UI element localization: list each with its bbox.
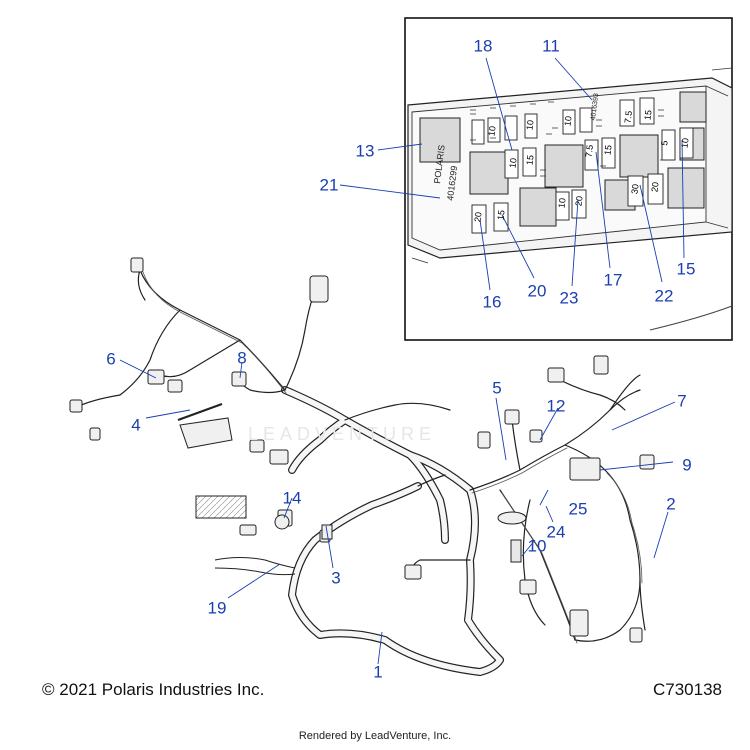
leader-lines [119, 359, 676, 665]
fuse-rating: 15 [642, 109, 654, 121]
callout-3[interactable]: 3 [331, 568, 341, 588]
wire-harness [74, 269, 646, 676]
callout-11[interactable]: 11 [542, 36, 560, 56]
fuse-rating: 20 [649, 181, 661, 193]
fuse-rating: 10 [562, 115, 574, 127]
callout-21[interactable]: 21 [319, 175, 339, 195]
callout-25[interactable]: 25 [568, 499, 588, 519]
fuse-rating: 20 [573, 195, 585, 207]
callout-18[interactable]: 18 [473, 36, 493, 56]
callout-24[interactable]: 24 [546, 522, 566, 542]
fuse-rating: 10 [524, 119, 536, 131]
callout-15[interactable]: 15 [676, 259, 696, 279]
callout-8[interactable]: 8 [237, 348, 247, 368]
inset-leader-lines [339, 57, 685, 291]
callout-13[interactable]: 13 [355, 141, 375, 161]
callout-23[interactable]: 23 [559, 288, 579, 308]
fuse-rating: 5 [659, 139, 670, 147]
callout-7[interactable]: 7 [677, 391, 687, 411]
callout-10[interactable]: 10 [527, 536, 547, 556]
callout-2[interactable]: 2 [666, 494, 676, 514]
fuse-rating: 10 [507, 157, 519, 169]
callout-12[interactable]: 12 [546, 396, 566, 416]
fuse-rating: 15 [495, 209, 507, 221]
fuse-slots [471, 97, 694, 234]
fuse-rating: 15 [602, 144, 614, 156]
callout-9[interactable]: 9 [682, 455, 692, 475]
fuse-rating: 10 [679, 137, 691, 149]
connectors [69, 257, 655, 643]
loose-parts [177, 403, 527, 576]
fuse-rating: 10 [556, 197, 568, 209]
drawing-id: C730138 [652, 680, 722, 699]
connector-pins [470, 101, 666, 177]
copyright-notice: © 2021 Polaris Industries Inc. [42, 680, 265, 699]
callout-22[interactable]: 22 [654, 286, 674, 306]
callout-16[interactable]: 16 [482, 292, 502, 312]
callout-20[interactable]: 20 [527, 281, 547, 301]
callout-5[interactable]: 5 [492, 378, 502, 398]
fuse-box-inset [339, 17, 733, 341]
fuse-rating: 7.5 [622, 110, 634, 124]
callout-19[interactable]: 19 [207, 598, 227, 618]
watermark: LEADVENTURE [248, 424, 437, 444]
fuse-rating: 20 [472, 211, 484, 223]
callout-4[interactable]: 4 [131, 415, 141, 435]
fuse-rating: 30 [629, 183, 641, 195]
rendered-by-credit: Rendered by LeadVenture, Inc. [298, 730, 452, 742]
fuse-rating: 7.5 [583, 144, 595, 158]
callout-14[interactable]: 14 [282, 488, 302, 508]
callout-17[interactable]: 17 [603, 270, 623, 290]
fuse-rating: 10 [486, 125, 498, 137]
fuse-rating: 15 [524, 154, 536, 166]
callout-6[interactable]: 6 [106, 349, 116, 369]
callout-1[interactable]: 1 [373, 662, 383, 682]
